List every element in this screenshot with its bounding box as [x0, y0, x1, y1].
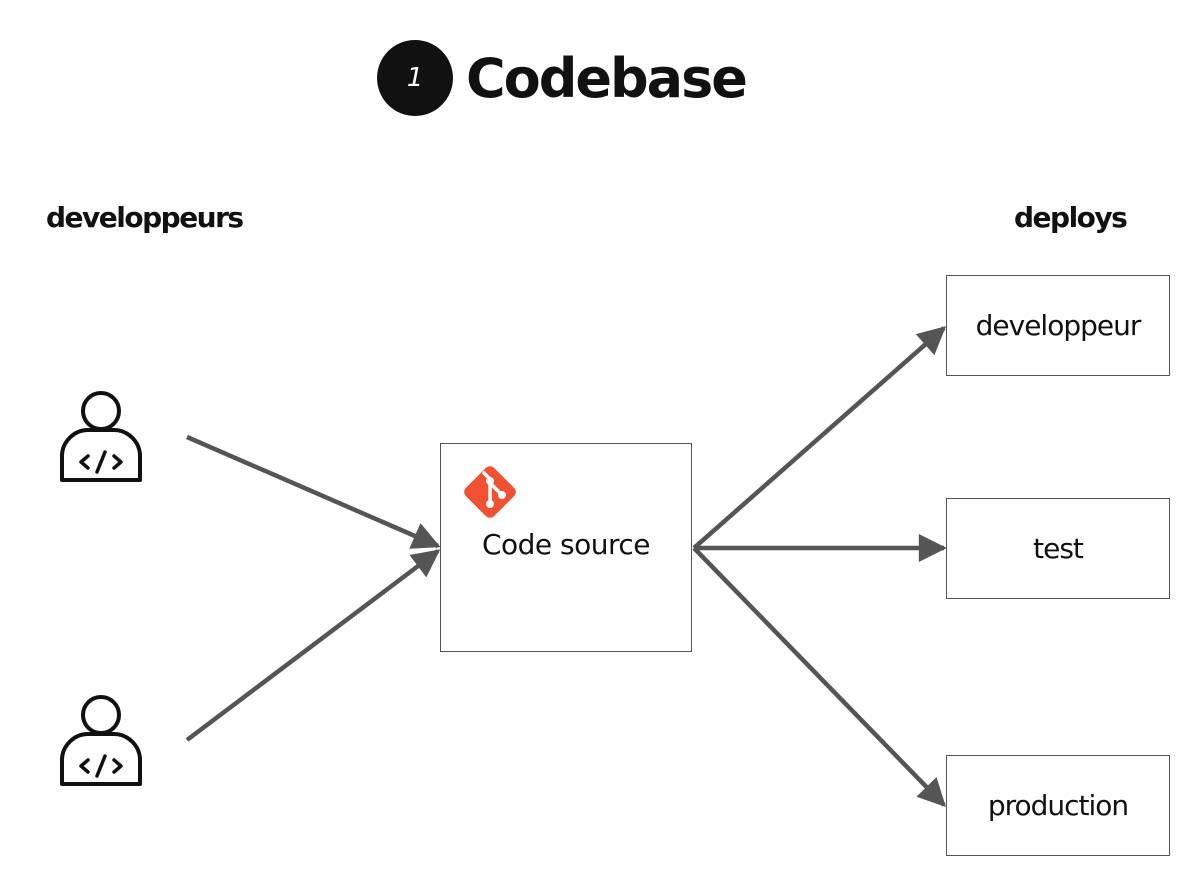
code-source-label: Code source [481, 528, 651, 561]
code-source-box: Code source [440, 443, 692, 652]
arrow-source-to-developpeur [692, 326, 947, 550]
developer-person-icon [60, 391, 142, 482]
deploy-label: test [1033, 532, 1084, 565]
title-number-badge: 1 [377, 40, 453, 116]
title-number: 1 [406, 63, 424, 93]
deploy-box-test: test [946, 498, 1170, 599]
deploy-label: production [987, 789, 1129, 822]
arrow-source-to-production [692, 546, 946, 808]
deploys-label: deploys [1014, 201, 1128, 234]
developer-person-icon [60, 695, 142, 786]
page-title: Codebase [466, 47, 748, 110]
git-icon [464, 466, 516, 518]
developers-label: developpeurs [46, 201, 244, 234]
deploy-box-production: production [946, 755, 1170, 856]
deploy-box-developpeur: developpeur [946, 275, 1170, 376]
arrow-dev1-to-source [186, 434, 441, 549]
arrow-dev2-to-source [185, 549, 441, 742]
deploy-label: developpeur [975, 309, 1142, 342]
